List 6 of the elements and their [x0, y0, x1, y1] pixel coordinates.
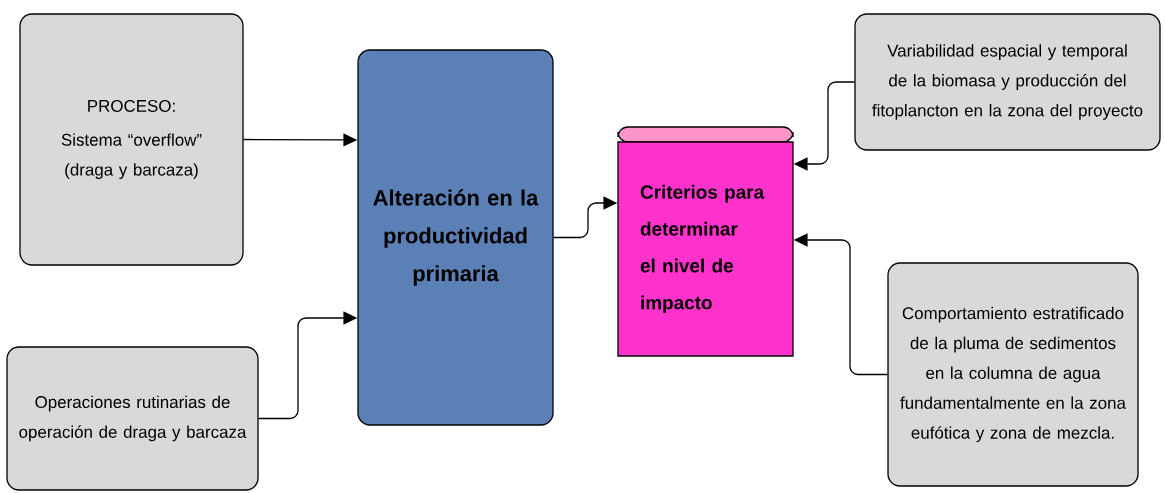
process-box: Variabilidad espacial y temporal de la biomasa y producción del fitoplancton en la zona del proyecto	[854, 13, 1161, 151]
criteria-box: Criterios para determinar el nivel de impacto	[617, 126, 794, 357]
process-box: Operaciones rutinarias de operación de draga y barcaza	[6, 346, 259, 491]
process-box: PROCESO: Sistema “overflow” (draga y barcaza)	[19, 13, 244, 266]
process-box: Alteración en la productividad primaria	[357, 49, 554, 426]
process-box: Comportamiento estratificado de la pluma de sedimentos en la columna de agua fundamentalmente en la zona eufótica y zona de mezcla.	[887, 262, 1139, 487]
